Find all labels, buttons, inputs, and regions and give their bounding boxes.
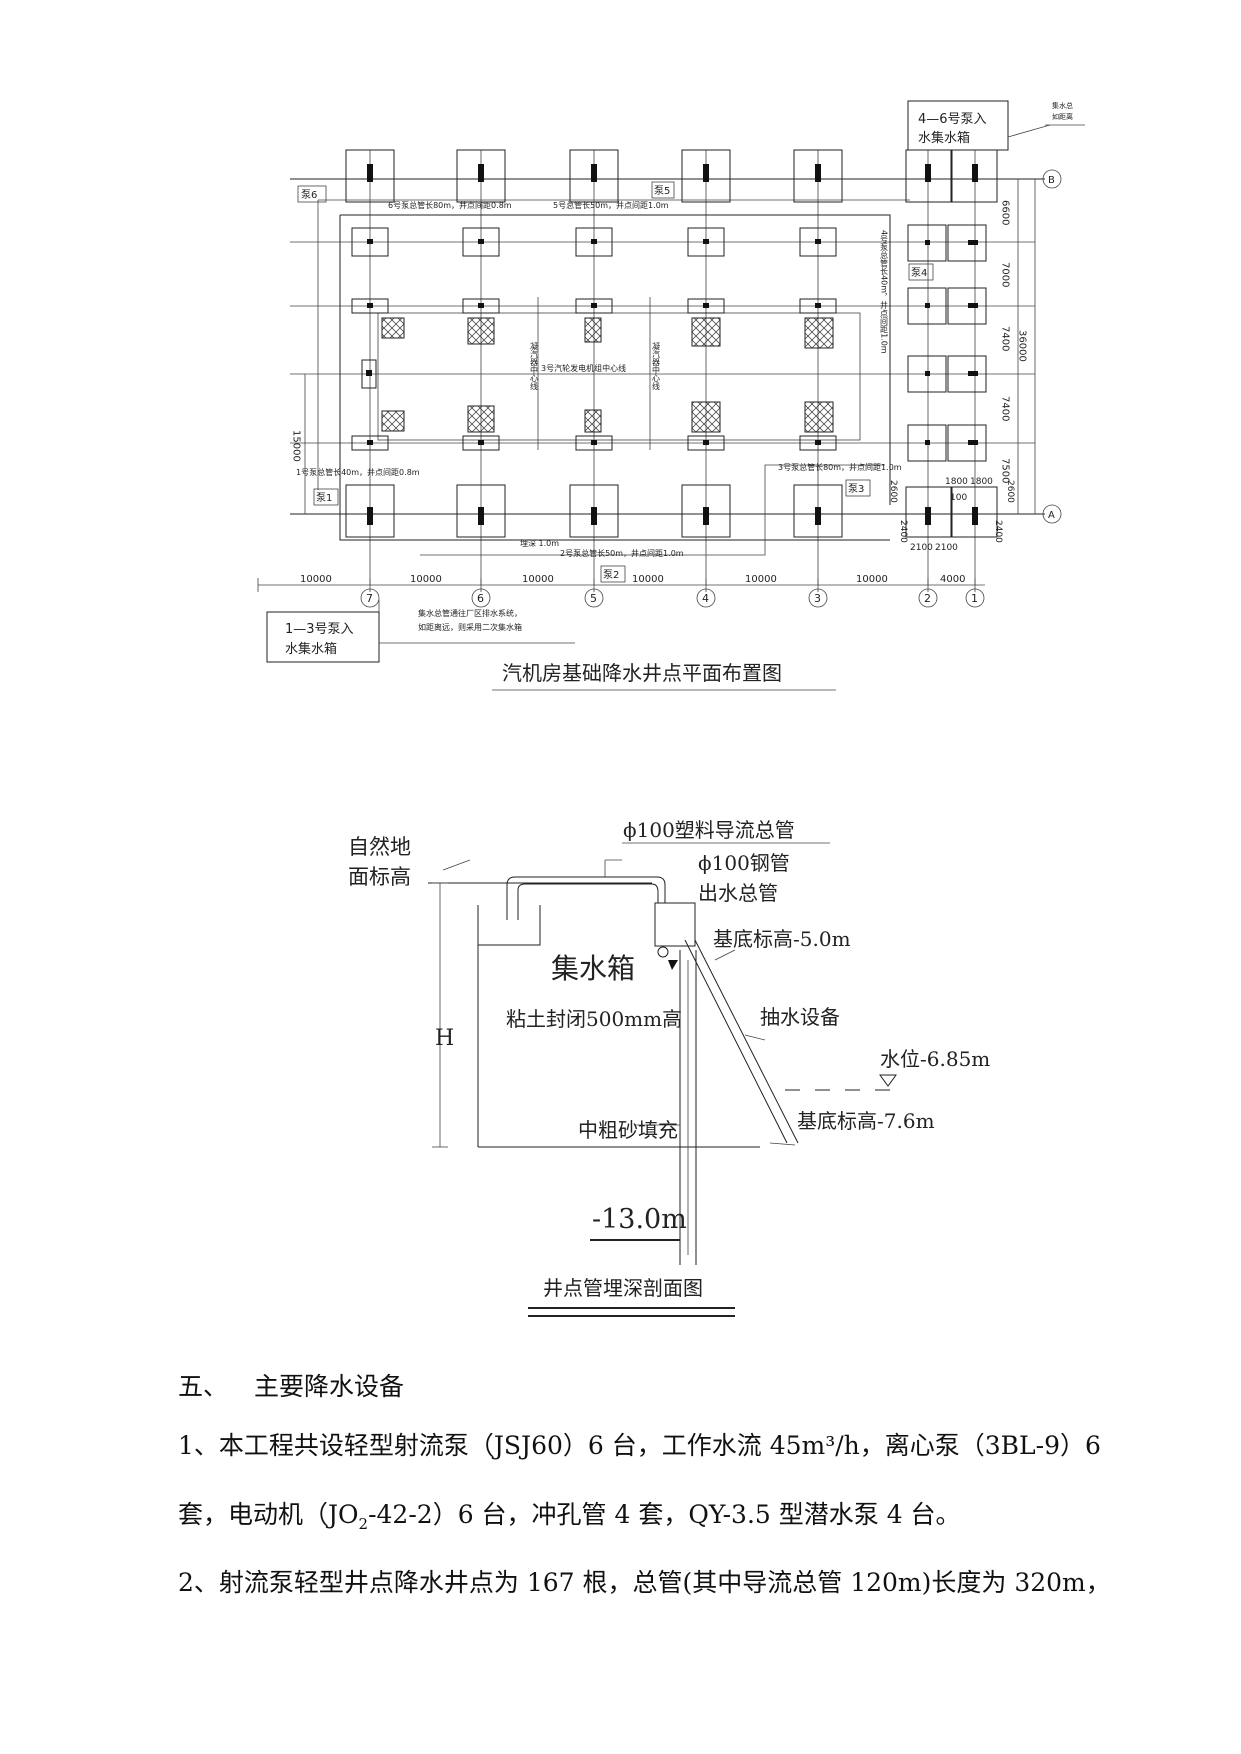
svg-text:2100: 2100 — [935, 543, 958, 553]
p1-line2-part-b: -42-2）6 台，冲孔管 4 套，QY-3.5 型潜水泵 4 台。 — [368, 1500, 961, 1529]
svg-text:5: 5 — [590, 592, 597, 605]
p1-line2-subscript: 2 — [358, 1515, 369, 1533]
center-label-main: 3号汽轮发电机组中心线 — [541, 363, 626, 373]
label-base-76: 基底标高-7.6m — [797, 1109, 935, 1133]
left-dimension: 15000 — [291, 374, 306, 514]
pipe-note-3: 3号泵总管长80m，井点间距1.0m — [778, 462, 902, 472]
label-steel-pipe-1: ϕ100钢管 — [698, 851, 790, 875]
label-clay: 粘土封闭500mm高 — [506, 1007, 682, 1031]
right-dimensions: 6600 7000 7400 7400 7500 36000 — [1000, 179, 1036, 514]
pump-2-label: 泵2 — [603, 569, 619, 581]
label-depth: -13.0m — [592, 1204, 687, 1235]
plan-labels: 凝汽器中心线 3号汽轮发电机组中心线 凝汽器中心线 6号泵总管长80m，井点间距… — [296, 181, 934, 583]
label-pump: 抽水设备 — [760, 1005, 840, 1029]
row3-bases — [351, 298, 837, 314]
row2-bases — [351, 227, 837, 257]
svg-text:集水总管通往厂区排水系统，: 集水总管通往厂区排水系统， — [418, 608, 522, 618]
p1-line2-part-a: 套，电动机（JO — [178, 1500, 359, 1529]
label-ground-1: 自然地 — [348, 835, 411, 859]
pump-5-label: 泵5 — [654, 185, 670, 197]
svg-text:10000: 10000 — [856, 574, 888, 585]
hatched-blocks — [381, 317, 834, 433]
svg-text:7400: 7400 — [1000, 396, 1011, 421]
svg-text:如距离: 如距离 — [1052, 112, 1073, 121]
plan-drawing: 凝汽器中心线 3号汽轮发电机组中心线 凝汽器中心线 6号泵总管长80m，井点间距… — [257, 100, 1085, 691]
label-tank: 集水箱 — [551, 952, 635, 985]
center-label-right: 凝汽器中心线 — [652, 341, 661, 390]
svg-text:2100: 2100 — [910, 543, 933, 553]
svg-text:6: 6 — [477, 592, 484, 605]
right-bays — [907, 224, 987, 462]
svg-text:3: 3 — [814, 592, 821, 605]
svg-text:水集水箱: 水集水箱 — [285, 641, 337, 657]
svg-text:1—3号泵入: 1—3号泵入 — [285, 622, 354, 637]
label-base-5: 基底标高-5.0m — [713, 927, 851, 951]
axis-markers: 7 6 5 4 3 2 1 B A — [360, 169, 1062, 608]
svg-text:7: 7 — [366, 592, 373, 605]
pump-4-label: 泵4 — [911, 267, 927, 279]
label-H: H — [435, 1026, 454, 1051]
pump-6-label: 泵6 — [301, 189, 317, 201]
heading-number: 五、 — [178, 1372, 229, 1401]
svg-text:2400: 2400 — [993, 520, 1003, 543]
small-dimensions: 1800 1800 100 2400 2400 2100 2100 2600 2… — [888, 477, 1015, 553]
svg-text:10000: 10000 — [300, 574, 332, 585]
svg-text:4000: 4000 — [940, 574, 965, 585]
svg-text:7400: 7400 — [1000, 326, 1011, 351]
svg-text:6600: 6600 — [1000, 200, 1011, 225]
svg-text:1800: 1800 — [945, 477, 968, 487]
paragraph-2-line-1: 2、射流泵轻型井点降水井点为 167 根，总管(其中导流总管 120m)长度为 … — [178, 1568, 1111, 1597]
center-label-left: 凝汽器中心线 — [530, 341, 539, 390]
bottom-dimensions: 10000 10000 10000 10000 10000 10000 4000 — [257, 574, 985, 592]
svg-text:10000: 10000 — [522, 574, 554, 585]
svg-text:如距离远，则采用二次集水箱: 如距离远，则采用二次集水箱 — [418, 622, 522, 632]
svg-text:36000: 36000 — [1017, 330, 1028, 362]
pipe-note-6: 6号泵总管长80m，井点间距0.8m — [388, 200, 512, 210]
svg-text:A: A — [1048, 510, 1055, 521]
tank-box-13: 1—3号泵入 水集水箱 集水总管通往厂区排水系统， 如距离远，则采用二次集水箱 — [266, 600, 575, 663]
svg-text:2: 2 — [924, 592, 931, 605]
pump-1-label: 泵1 — [316, 492, 332, 504]
svg-text:2600: 2600 — [888, 480, 898, 503]
svg-text:100: 100 — [950, 493, 967, 503]
label-water-level: 水位-6.85m — [880, 1047, 990, 1071]
svg-text:7000: 7000 — [1000, 262, 1011, 287]
pipe-note-5: 5号总管长50m，井点间距1.0m — [553, 200, 669, 210]
svg-text:集水总: 集水总 — [1052, 101, 1073, 110]
section-drawing: 自然地 面标高 ϕ100塑料导流总管 ϕ100钢管 出水总管 基底标高-5.0m… — [348, 818, 990, 1317]
label-plastic-pipe: ϕ100塑料导流总管 — [623, 818, 795, 842]
svg-text:4: 4 — [702, 592, 709, 605]
pipe-note-2: 2号泵总管长50m，井点间距1.0m — [560, 548, 684, 558]
pipe-note-4: 4号泵总管长40m，井点间距1.0m — [880, 230, 889, 354]
svg-text:7500: 7500 — [1000, 458, 1011, 483]
heading-text: 主要降水设备 — [254, 1372, 405, 1401]
pump-3-label: 泵3 — [848, 483, 864, 495]
paragraph-1-line-2: 套，电动机（JO2-42-2）6 台，冲孔管 4 套，QY-3.5 型潜水泵 4… — [178, 1495, 1188, 1544]
paragraph-1-line-1: 1、本工程共设轻型射流泵（JSJ60）6 台，工作水流 45m³/h，离心泵（3… — [178, 1431, 1101, 1460]
pipe-note-bury: 埋深 1.0m — [520, 538, 559, 548]
row5-bases — [351, 435, 837, 451]
label-sand: 中粗砂填充 — [578, 1118, 678, 1142]
label-steel-pipe-2: 出水总管 — [698, 881, 778, 905]
svg-text:2400: 2400 — [898, 520, 908, 543]
section-title: 井点管埋深剖面图 — [543, 1276, 703, 1300]
pipe-note-1: 1号泵总管长40m，井点间距0.8m — [296, 467, 420, 477]
svg-text:4—6号泵入: 4—6号泵入 — [918, 112, 987, 127]
svg-text:1800: 1800 — [970, 477, 993, 487]
svg-text:10000: 10000 — [745, 574, 777, 585]
svg-text:B: B — [1048, 175, 1055, 186]
svg-text:水集水箱: 水集水箱 — [918, 130, 970, 146]
svg-text:1: 1 — [971, 592, 978, 605]
bottom-foundations — [345, 484, 998, 538]
svg-text:2600: 2600 — [1005, 480, 1015, 503]
section-heading: 五、主要降水设备 — [178, 1367, 1188, 1407]
svg-text:10000: 10000 — [632, 574, 664, 585]
svg-text:15000: 15000 — [291, 430, 302, 462]
svg-text:10000: 10000 — [410, 574, 442, 585]
plan-title: 汽机房基础降水井点平面布置图 — [502, 661, 782, 685]
tank-box-46: 4—6号泵入 水集水箱 集水总 如距离 — [907, 100, 1085, 151]
top-foundations — [345, 149, 998, 203]
label-ground-2: 面标高 — [348, 865, 411, 889]
